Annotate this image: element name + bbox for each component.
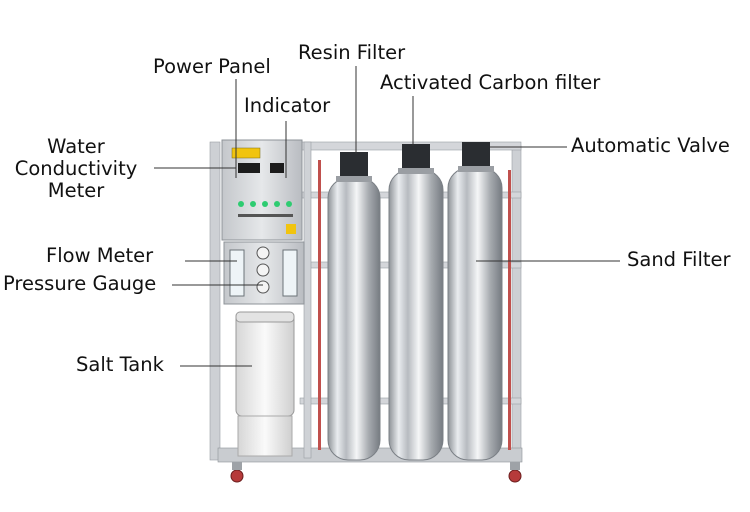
label-water-conductivity-meter-line-2: Conductivity [14, 157, 138, 180]
label-flow-meter: Flow Meter [46, 244, 154, 267]
label-resin-filter: Resin Filter [298, 41, 406, 64]
label-pressure-gauge: Pressure Gauge [3, 272, 157, 295]
label-sand-filter: Sand Filter [627, 248, 731, 271]
caster-wheels [230, 462, 522, 483]
label-water-conductivity-meter: Water Conductivity Meter [6, 136, 146, 202]
leader-lines [154, 66, 620, 367]
label-indicator: Indicator [244, 94, 331, 117]
gauge-panel [223, 241, 305, 305]
label-activated-carbon-filter: Activated Carbon filter [380, 71, 601, 94]
label-automatic-valve: Automatic Valve [571, 134, 730, 157]
label-salt-tank: Salt Tank [76, 353, 164, 376]
label-power-panel: Power Panel [153, 55, 271, 78]
label-water-conductivity-meter-line-1: Water [47, 135, 105, 158]
control-cabinet [221, 139, 303, 241]
salt-tank-shape [235, 311, 295, 457]
filter-tanks [327, 142, 503, 461]
label-water-conductivity-meter-line-3: Meter [47, 179, 105, 202]
